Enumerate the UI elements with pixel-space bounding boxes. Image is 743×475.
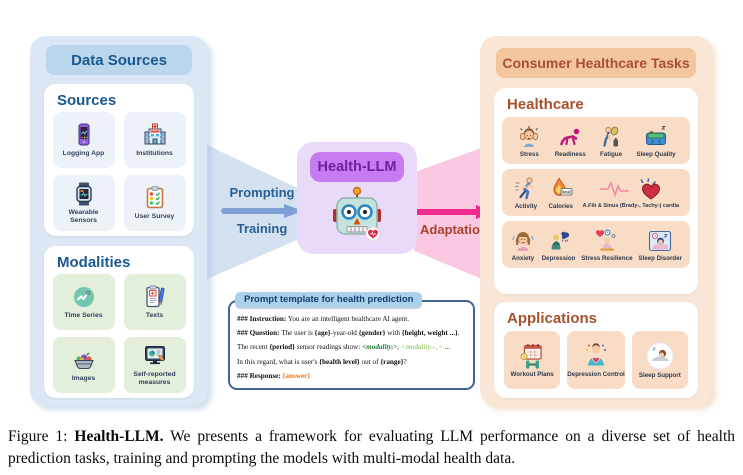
tired-person-icon	[603, 126, 619, 147]
insomnia-icon	[649, 230, 672, 251]
modalities-title: Modalities	[57, 254, 131, 271]
training-label: Training	[236, 221, 288, 236]
healthcare-row: Activity kcal Calories	[502, 169, 690, 216]
healthcare-row: Stress Readiness	[502, 117, 690, 164]
task-stress: Stress	[516, 124, 542, 158]
applications-title: Applications	[507, 310, 598, 327]
tile-label: Time Series	[64, 312, 103, 320]
calendar-dumbbell-icon	[520, 344, 542, 369]
anxious-person-icon	[512, 231, 534, 251]
adaptation-label: Adaptation	[420, 222, 488, 237]
healthcare-rows: Stress Readiness	[502, 117, 690, 268]
data-sources-title: Data Sources	[71, 51, 167, 69]
modalities-card: Modalities Time Series	[44, 246, 194, 398]
app-depression-control: Depression Control	[567, 331, 625, 389]
svg-text:kcal: kcal	[562, 189, 571, 194]
task-readiness: Readiness	[555, 124, 586, 158]
tile-user-survey: User Survey	[123, 175, 186, 231]
consumer-tasks-panel: Consumer Healthcare Tasks Healthcare	[480, 36, 712, 406]
meditation-resilience-icon	[595, 229, 616, 251]
sources-grid: Logging App Institut	[44, 112, 194, 231]
tile-texts: Texts	[123, 274, 186, 330]
data-sources-panel: Data Sources Sources Logging App	[30, 36, 208, 406]
sleeping-bed-icon	[645, 125, 666, 145]
tile-self-reported: Self-reported measures	[123, 337, 186, 393]
healthcare-card: Healthcare Stress	[494, 88, 698, 294]
consumer-tasks-title: Consumer Healthcare Tasks	[502, 55, 690, 71]
tile-label: User Survey	[134, 213, 175, 221]
health-llm-title: Health-LLM	[317, 159, 397, 175]
task-afib: A.Fib & Sinus (Brady-, Tachy-) cardia	[583, 176, 679, 209]
running-person-icon	[514, 177, 534, 199]
tile-time-series: Time Series	[52, 274, 115, 330]
app-sleep-support: Sleep Support	[631, 331, 688, 389]
modalities-grid: Time Series Texts	[44, 274, 194, 393]
tile-label: Images	[71, 375, 96, 383]
applications-row: Workout Plans Depression Control	[504, 331, 688, 389]
prompt-line: ### Question: The user is {age}-year-old…	[237, 329, 460, 338]
time-series-icon	[73, 287, 94, 308]
task-sleep-quality: Sleep Quality	[636, 124, 676, 158]
prompt-line: In this regard, what is user's {health l…	[237, 357, 407, 366]
caption-text: We presents a framework for evaluating L…	[8, 428, 735, 467]
prompt-template-box: Prompt template for health prediction ##…	[228, 292, 475, 390]
food-bowl-icon	[73, 352, 94, 370]
health-llm-pill: Health-LLM	[310, 152, 404, 182]
task-anxiety: Anxiety	[510, 228, 536, 262]
figure-caption: Figure 1: Health-LLM. We presents a fram…	[8, 426, 735, 470]
robot-icon	[333, 186, 381, 242]
blue-right-arrow-icon	[221, 204, 303, 218]
prompt-line: ### Response: {answer}	[237, 371, 311, 380]
hospital-icon	[144, 123, 165, 145]
data-sources-header: Data Sources	[46, 45, 192, 75]
tile-label: Wearable Sensors	[68, 209, 99, 224]
survey-clipboard-icon	[146, 186, 163, 209]
task-fatigue: Fatigue	[598, 124, 624, 158]
task-activity: Activity	[513, 176, 539, 210]
caption-figure-label: Figure 1:	[8, 428, 75, 445]
tile-label: Texts	[145, 312, 164, 320]
source-tile-logging-app: Logging App	[52, 112, 115, 168]
applications-card: Applications Workout Plans	[494, 302, 698, 398]
task-sleep-disorder: Sleep Disorder	[638, 228, 682, 262]
task-stress-resilience: Stress Resilience	[581, 228, 633, 262]
tile-label: Logging App	[62, 150, 105, 158]
tile-images: Images	[52, 337, 115, 393]
prompt-line: The recent {period} sensor readings show…	[237, 343, 451, 352]
sources-card: Sources Logging App	[44, 84, 194, 236]
ecg-heart-icon	[599, 178, 660, 200]
prompt-template-body: ### Instruction: You are an intelligent …	[230, 302, 473, 383]
task-calories: kcal Calories	[548, 176, 574, 210]
crawling-person-icon	[560, 128, 580, 145]
monitor-hand-icon	[144, 346, 165, 365]
app-workout-plans: Workout Plans	[504, 331, 561, 389]
sources-title: Sources	[57, 92, 117, 109]
prompt-template-header: Prompt template for health prediction	[235, 292, 423, 307]
prompt-line: ### Instruction: You are an intelligent …	[237, 315, 410, 323]
flame-icon: kcal	[553, 176, 573, 196]
smartphone-icon	[78, 123, 89, 146]
tile-label: Self-reported measures	[133, 371, 176, 386]
caption-title: Health-LLM.	[74, 428, 164, 445]
consumer-tasks-header: Consumer Healthcare Tasks	[496, 48, 696, 78]
smartwatch-icon	[75, 182, 92, 206]
tile-wearable-sensors: Wearable Sensors	[52, 175, 115, 231]
prompting-label: Prompting	[229, 185, 295, 200]
source-tile-institutions: Institutions	[123, 112, 186, 168]
healthcare-title: Healthcare	[507, 96, 584, 113]
self-care-person-icon	[585, 343, 606, 366]
depressed-person-icon	[551, 231, 569, 249]
task-depression: Depression	[542, 228, 575, 262]
health-llm-box: Health-LLM	[297, 142, 417, 254]
healthcare-row: Anxiety Depression	[502, 221, 690, 268]
sleep-person-icon	[646, 342, 674, 370]
document-pen-icon	[145, 285, 164, 308]
tile-label: Institutions	[136, 150, 173, 158]
stressed-person-icon	[520, 125, 539, 147]
